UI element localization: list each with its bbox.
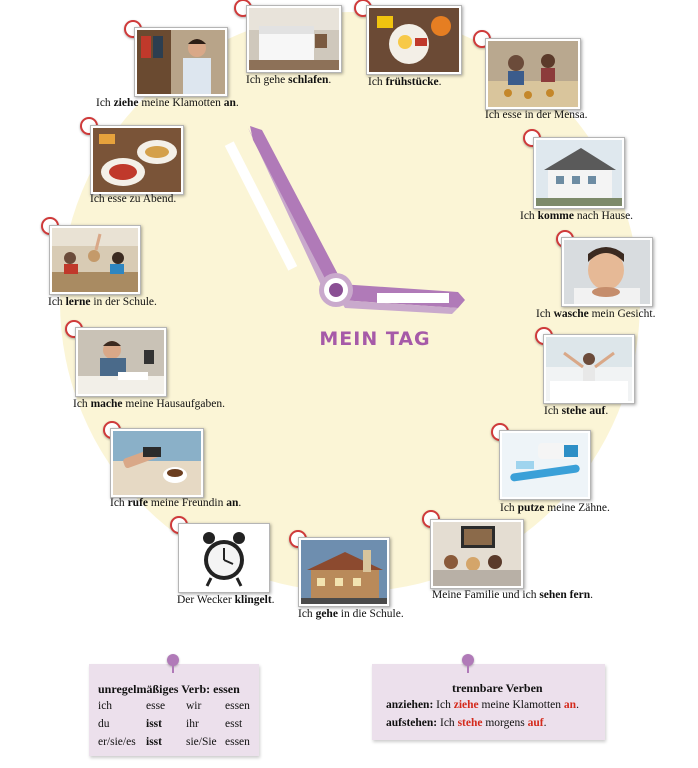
note-title: trennbare Verben [452, 681, 543, 695]
cafeteria-photo [485, 38, 581, 110]
page-title: MEIN TAG [319, 328, 431, 350]
caption-wake-up: Ich stehe auf. [544, 405, 609, 417]
pushpin-icon [462, 654, 474, 673]
caption-dressing: Ich ziehe meine Klamotten an. [96, 97, 239, 109]
wake-up-photo [543, 334, 635, 404]
separable-row: anziehen: Ich ziehe meine Klamotten an. [386, 699, 579, 711]
bedroom-photo [246, 5, 342, 73]
caption-toothbrush: Ich putze meine Zähne. [500, 502, 610, 514]
separable-verbs-note: trennbare Verben anziehen: Ich ziehe mei… [372, 654, 605, 740]
verb-form: isst [146, 718, 162, 730]
caption-homework: Ich mache meine Hausaufgaben. [73, 398, 226, 410]
caption-dinner: Ich esse zu Abend. [90, 193, 177, 205]
caption-phone-call: Ich rufe meine Freundin an. [110, 497, 242, 509]
tv-family-photo [430, 519, 524, 589]
school-photo [298, 537, 390, 607]
verb-form: essen [225, 736, 250, 748]
homework-photo [75, 327, 167, 397]
pronoun: er/sie/es [98, 736, 136, 748]
phone-call-photo [110, 428, 204, 498]
caption-breakfast: Ich frühstücke. [368, 76, 442, 88]
verb-form: isst [146, 736, 162, 748]
house-photo [533, 137, 625, 209]
face-wash-photo [561, 237, 653, 307]
pronoun: ich [98, 700, 113, 712]
caption-face-wash: Ich wasche mein Gesicht. [536, 308, 656, 320]
caption-house: Ich komme nach Hause. [520, 210, 634, 222]
pronoun: ihr [186, 718, 199, 730]
pushpin-icon [167, 654, 179, 673]
caption-classroom: Ich lerne in der Schule. [48, 296, 157, 308]
alarm-clock-photo [178, 523, 270, 593]
toothbrush-photo [499, 430, 591, 500]
verb-form: esst [225, 718, 243, 730]
dinner-photo [90, 125, 184, 195]
caption-cafeteria: Ich esse in der Mensa. [485, 109, 588, 121]
caption-alarm-clock: Der Wecker klingelt. [177, 594, 275, 606]
caption-school: Ich gehe in die Schule. [298, 608, 404, 620]
caption-bedroom: Ich gehe schlafen. [246, 74, 332, 86]
pronoun: wir [186, 700, 202, 712]
classroom-photo [49, 225, 141, 295]
separable-row: aufstehen: Ich stehe morgens auf. [386, 717, 547, 729]
caption-tv-family: Meine Familie und ich sehen fern. [432, 589, 593, 601]
irregular-verb-note: unregelmäßiges Verb: essen ich esse wir … [89, 654, 259, 756]
note-title: unregelmäßiges Verb: essen [98, 682, 240, 696]
pronoun: sie/Sie [186, 736, 217, 748]
dressing-photo [134, 27, 228, 97]
verb-form: esse [146, 700, 166, 712]
pronoun: du [98, 718, 110, 730]
verb-form: essen [225, 700, 250, 712]
breakfast-photo [366, 5, 462, 75]
